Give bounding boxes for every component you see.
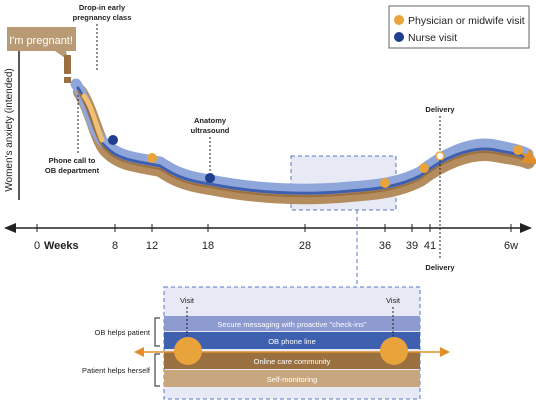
annotation-text: OB department (45, 166, 100, 175)
dark-brown-line (77, 90, 529, 198)
legend-swatch-nurse (394, 32, 404, 42)
exclamation-icon (64, 55, 71, 83)
tick-label: 0 (34, 240, 40, 252)
band-secure-messaging (164, 316, 420, 331)
nurse-visit-marker (205, 173, 215, 183)
axis-left-arrowhead (4, 223, 16, 233)
tick-label: 41 (424, 240, 436, 252)
dark-blue-line (76, 86, 530, 195)
anxiety-curve (70, 78, 536, 205)
band-label: OB phone line (268, 337, 316, 346)
speech-bubble-text: I'm pregnant! (9, 35, 73, 47)
annotation-text: Delivery (425, 105, 455, 114)
early-yellow-segment (81, 93, 105, 143)
legend-label: Nurse visit (408, 32, 457, 44)
annotation-text: Phone call to (49, 156, 96, 165)
visit-marker-left (174, 337, 202, 365)
legend-label: Physician or midwife visit (408, 15, 525, 27)
annotation-text: ultrasound (191, 126, 230, 135)
detail-panel: Secure messaging with proactive "check-i… (134, 286, 450, 400)
delivery-axis-label: Delivery (425, 263, 455, 272)
speech-bubble-box (7, 27, 76, 51)
delivery-marker (435, 151, 445, 161)
physician-visit-marker (419, 163, 429, 173)
y-axis-label: Women's anxiety (intended) (4, 68, 15, 191)
legend-box (388, 5, 530, 49)
tick-label: 12 (146, 240, 158, 252)
tick-label: 6w (504, 240, 518, 252)
annotation-phone-call: Phone call to OB department (45, 95, 100, 175)
annotation-text: Anatomy (194, 116, 227, 125)
physician-visit-marker (513, 145, 523, 155)
band-self-monitoring (164, 370, 420, 387)
side-label: Patient helps herself (82, 366, 151, 375)
annotation-text: Drop-in early (79, 3, 126, 12)
physician-visit-marker (147, 153, 157, 163)
side-label-patient: Patient helps herself (82, 353, 160, 387)
time-axis: 0 Weeks 8 12 18 28 36 39 41 6w Delivery (4, 160, 532, 272)
side-label-ob: OB helps patient (95, 317, 160, 347)
side-label: OB helps patient (95, 328, 151, 337)
visit-label-left: Visit (180, 296, 195, 305)
y-axis: Women's anxiety (intended) (4, 32, 24, 200)
annotation-drop-in: Drop-in early pregnancy class (73, 3, 132, 72)
light-blue-band (70, 78, 534, 195)
visit-label-right: Visit (386, 296, 401, 305)
band-online-community (164, 352, 420, 369)
legend-swatch-physician (394, 15, 404, 25)
annotation-text: pregnancy class (73, 13, 132, 22)
tick-label: 8 (112, 240, 118, 252)
annotation-delivery-top: Delivery (425, 105, 455, 150)
bracket (154, 353, 160, 387)
nurse-visit-marker (108, 135, 118, 145)
curve-end-arrow (519, 148, 536, 165)
band-label: Secure messaging with proactive "check-i… (217, 320, 366, 329)
band-label: Online care community (254, 357, 331, 366)
axis-right-arrowhead (520, 223, 532, 233)
annotation-anatomy: Anatomy ultrasound (191, 116, 230, 172)
tick-label: 28 (299, 240, 311, 252)
physician-visit-marker (380, 178, 390, 188)
tick-label: 36 (379, 240, 391, 252)
tick-label: 18 (202, 240, 214, 252)
weeks-label: Weeks (44, 240, 79, 252)
visit-marker-right (380, 337, 408, 365)
legend: Physician or midwife visit Nurse visit (388, 5, 530, 49)
tick-label: 39 (406, 240, 418, 252)
speech-bubble: I'm pregnant! (7, 27, 76, 60)
timeline-arrow-left (134, 347, 144, 357)
bracket (154, 317, 160, 347)
band-ob-phone-line (164, 332, 420, 349)
timeline-arrow-right (440, 347, 450, 357)
band-label: Self-monitoring (267, 375, 317, 384)
